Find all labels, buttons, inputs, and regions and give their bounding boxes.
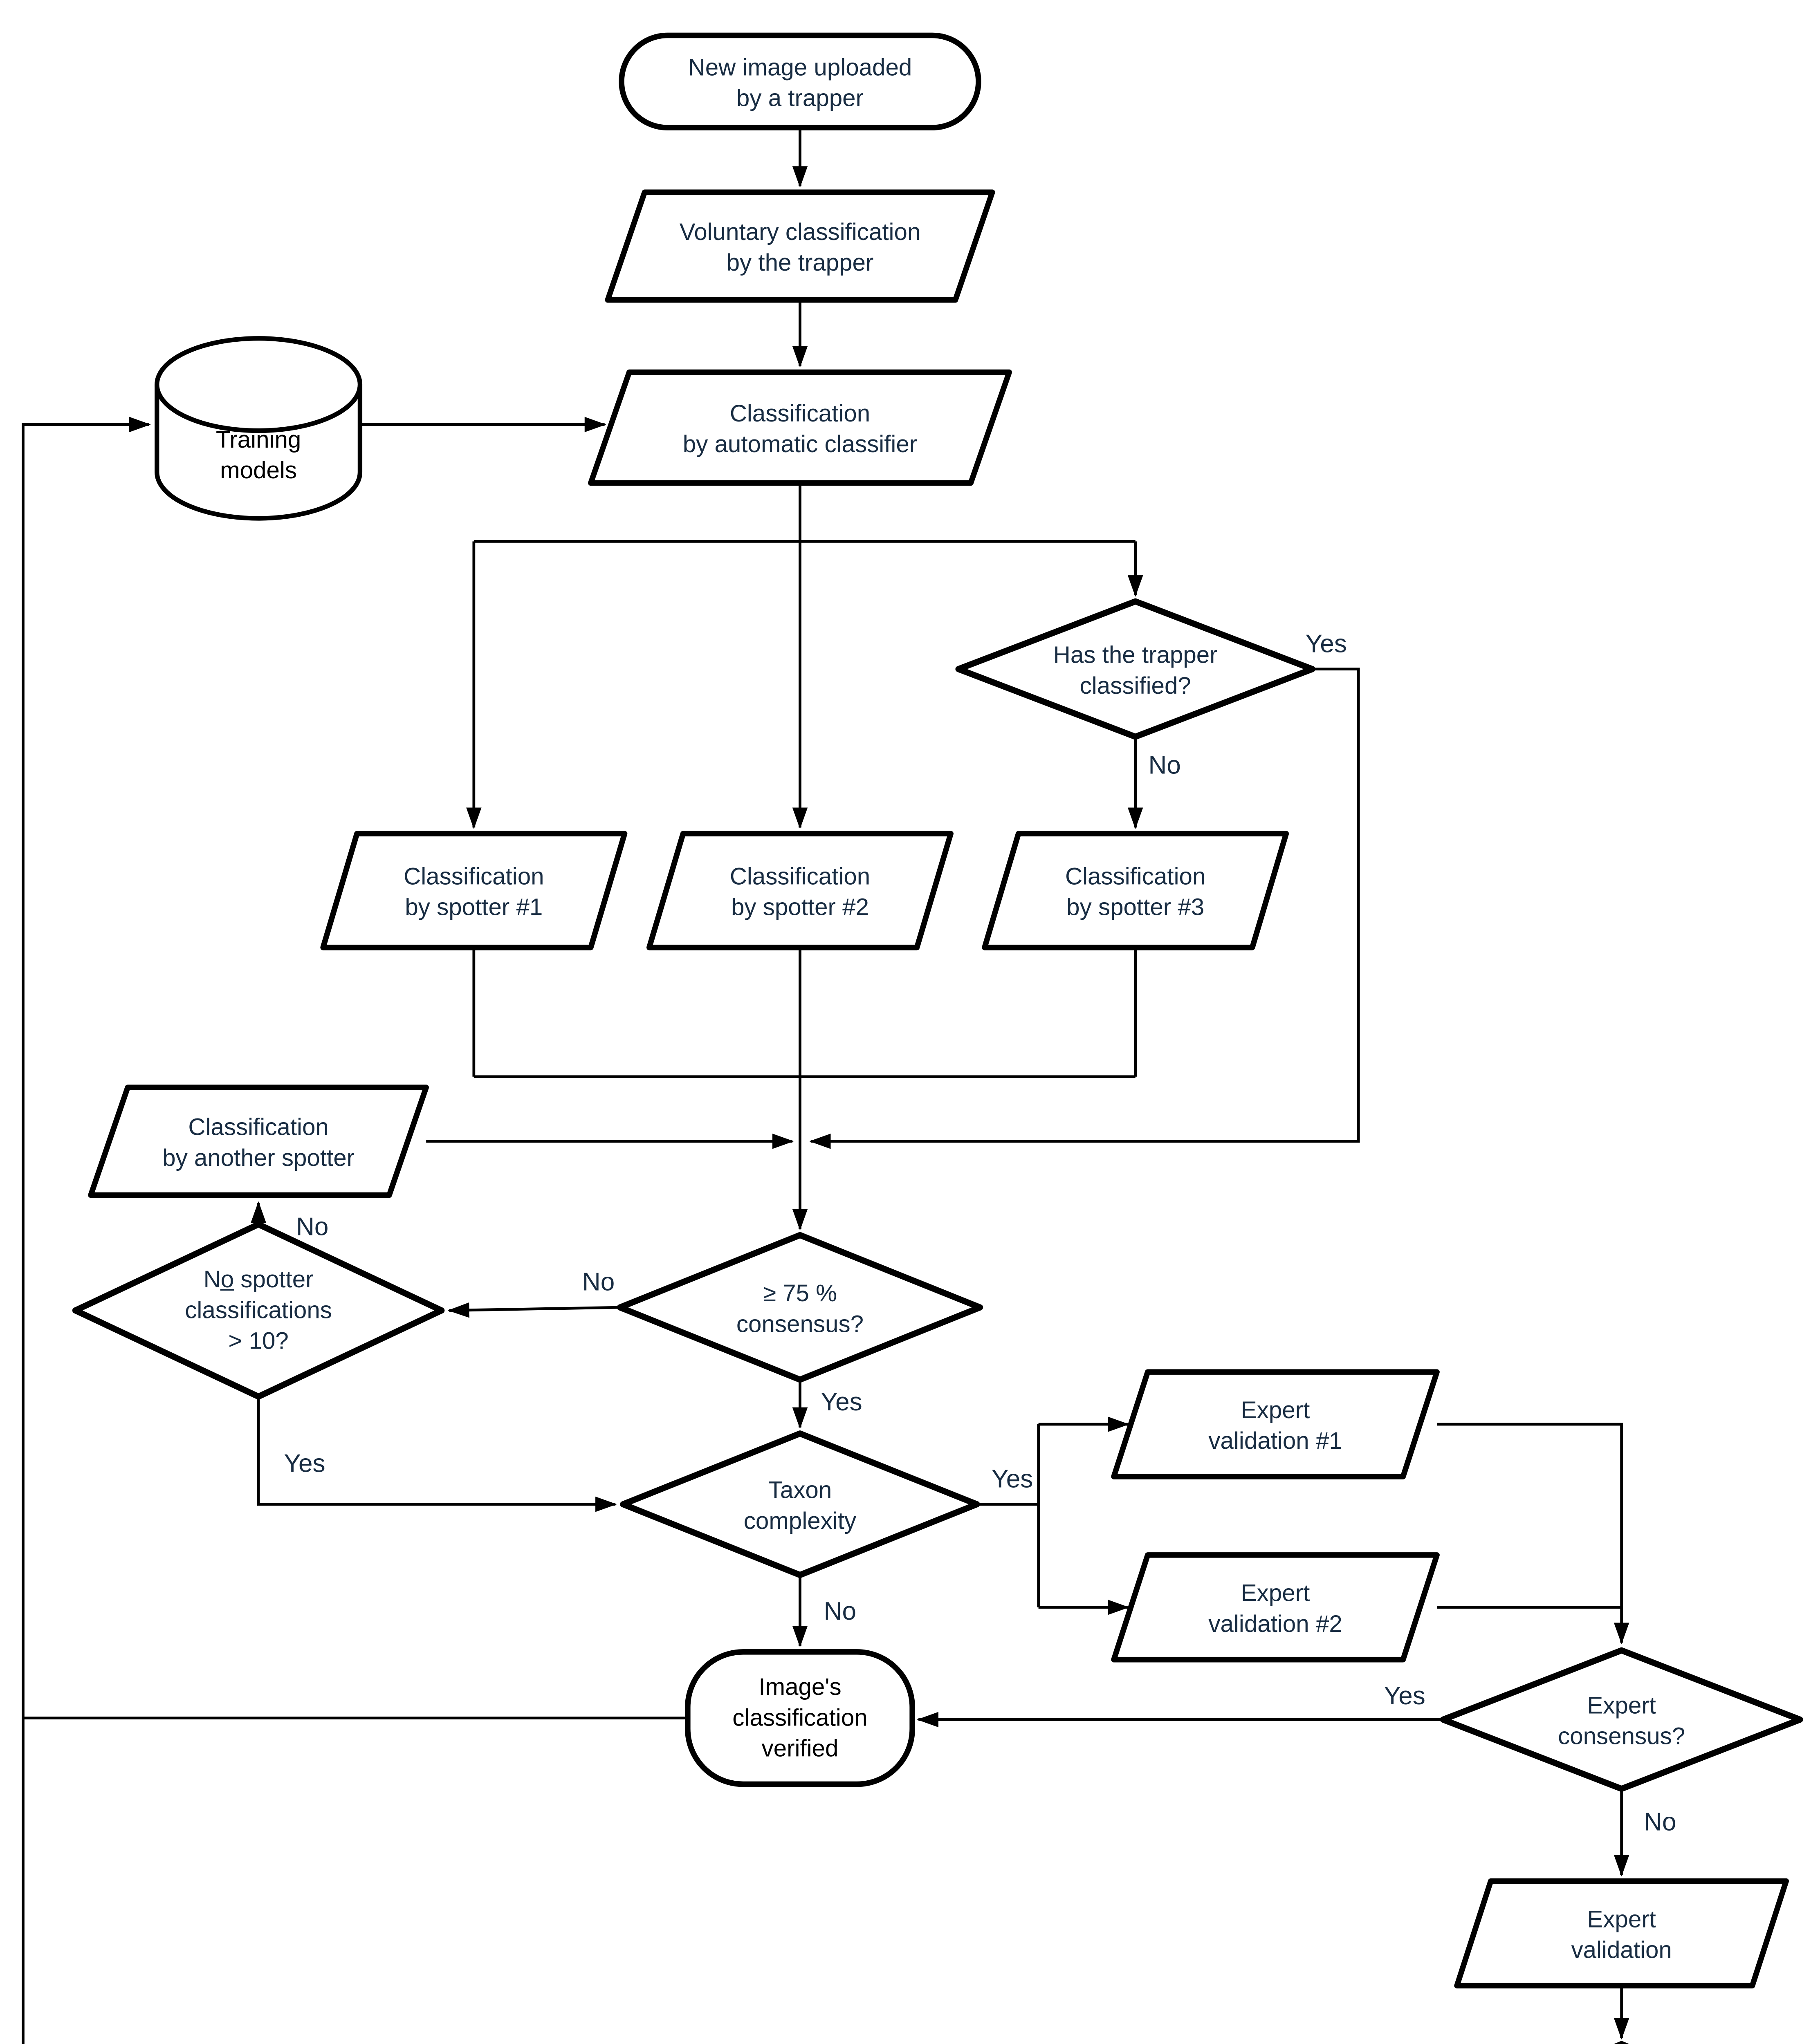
trapper-classified-diamond-shape [955,598,1315,740]
node-trapper-classified-decision: Has the trapper classified? [955,598,1315,740]
edge-trapperq-yes-loop [809,668,1360,1149]
node-training-models: Training models [155,336,363,521]
expert-validation-label: Expert [1587,1906,1656,1932]
spotter3-label: Classification [1065,863,1205,890]
svg-text:consensus?: consensus? [736,1311,864,1337]
another-spotter-label: Classification [188,1114,328,1141]
svg-text:classification: classification [732,1704,867,1731]
verified-label: Image's [759,1674,841,1700]
training-models-label: Training [216,426,301,453]
expert-consensus-diamond-shape [1440,1647,1803,1792]
edge-labels: Yes No No Yes No Yes Yes No Yes No Yes N… [284,630,1676,1836]
svg-text:complexity: complexity [744,1508,857,1534]
expert-validation-1-label: Expert [1241,1397,1310,1423]
svg-text:by spotter #3: by spotter #3 [1066,894,1204,921]
label-nospotter-yes: Yes [284,1450,325,1478]
node-consensus75-decision: ≥ 75 % consensus? [617,1232,983,1383]
svg-text:consensus?: consensus? [1558,1723,1685,1750]
nospotter-diamond-shape [72,1221,445,1400]
label-expert-consensus-no: No [1644,1808,1676,1836]
svg-text:by the trapper: by the trapper [727,249,874,276]
spotter1-parallelogram-shape [320,831,628,950]
svg-text:validation #2: validation #2 [1208,1611,1342,1637]
svg-text:> 10?: > 10? [228,1328,289,1354]
label-taxon-no: No [824,1597,856,1625]
nodes: New image uploaded by a trapper Voluntar… [72,32,1803,2044]
expert-validation-2-label: Expert [1241,1580,1310,1607]
label-nospotter-no: No [296,1213,328,1241]
verified-terminal-shape [685,1649,915,1787]
consensus75-diamond-shape [617,1232,983,1383]
edge-nospotter-yes [257,1396,617,1512]
automatic-classifier-label: Classification [730,400,870,427]
node-start: New image uploaded by a trapper [619,32,981,131]
node-expert-validation-2: Expert validation #2 [1111,1552,1440,1663]
svg-text:validation: validation [1571,1937,1672,1963]
node-spotter1: Classification by spotter #1 [320,831,628,950]
another-spotter-parallelogram-shape [88,1085,429,1198]
trapper-classified-label: Has the trapper [1053,642,1218,668]
start-label: New image uploaded [688,54,912,81]
spotter2-label: Classification [730,863,870,890]
node-expert-validation-1: Expert validation #1 [1111,1369,1440,1479]
training-models-cylinder-top [155,336,363,433]
edge-spotters-merge [472,947,1137,1078]
edges [22,128,1629,2044]
svg-text:validation #1: validation #1 [1208,1428,1342,1454]
edge-experts-consensus [1437,1423,1629,1645]
taxon-label: Taxon [768,1477,832,1504]
node-expert-validation: Expert validation [1454,1878,1789,1989]
taxon-diamond-shape [620,1430,980,1578]
expert-validation-1-parallelogram-shape [1111,1369,1440,1479]
expert-validation-parallelogram-shape [1454,1878,1789,1989]
consensus75-label: ≥ 75 % [763,1280,837,1307]
label-taxon-yes: Yes [992,1465,1033,1493]
svg-text:classified?: classified? [1080,672,1191,699]
node-automatic-classifier: Classification by automatic classifier [588,369,1012,486]
start-terminal-shape [619,32,981,131]
voluntary-parallelogram-shape [605,189,995,303]
svg-text:by another spotter: by another spotter [162,1145,355,1171]
edge-consensus65-yes-feedback [22,417,151,2044]
node-spotter2: Classification by spotter #2 [646,831,954,950]
label-consensus75-yes: Yes [821,1388,862,1416]
label-consensus75-no: No [582,1268,615,1296]
edge-auto-branch [474,483,1136,543]
expert-consensus-label: Expert [1587,1692,1656,1719]
svg-text:by spotter #1: by spotter #1 [405,894,543,921]
node-taxon-complexity-decision: Taxon complexity [620,1430,980,1578]
node-voluntary-classification: Voluntary classification by the trapper [605,189,995,303]
voluntary-label: Voluntary classification [680,219,921,245]
label-expert-consensus-yes: Yes [1384,1682,1425,1710]
automatic-classifier-parallelogram-shape [588,369,1012,486]
node-nospotter-decision: No̲ spotter classifications > 10? [72,1221,445,1400]
svg-text:by spotter #2: by spotter #2 [731,894,869,921]
expert-validation-2-parallelogram-shape [1111,1552,1440,1663]
svg-text:by a trapper: by a trapper [736,85,864,112]
spotter1-label: Classification [404,863,544,890]
label-trapper-no: No [1149,751,1181,780]
node-expert-consensus-decision: Expert consensus? [1440,1647,1803,1792]
edge-taxon-yes-split [977,1424,1040,1607]
node-verified: Image's classification verified [685,1649,915,1787]
node-another-spotter: Classification by another spotter [88,1085,429,1198]
spotter3-parallelogram-shape [982,831,1289,950]
spotter2-parallelogram-shape [646,831,954,950]
node-spotter3: Classification by spotter #3 [982,831,1289,950]
svg-text:by automatic classifier: by automatic classifier [683,431,917,457]
nospotter-label: No̲ spotter [204,1266,314,1293]
edge-consensus75-no [447,1302,620,1318]
svg-text:verified: verified [762,1735,839,1762]
svg-text:models: models [220,457,297,484]
svg-text:classifications: classifications [185,1297,332,1323]
label-trapper-yes: Yes [1306,630,1347,658]
